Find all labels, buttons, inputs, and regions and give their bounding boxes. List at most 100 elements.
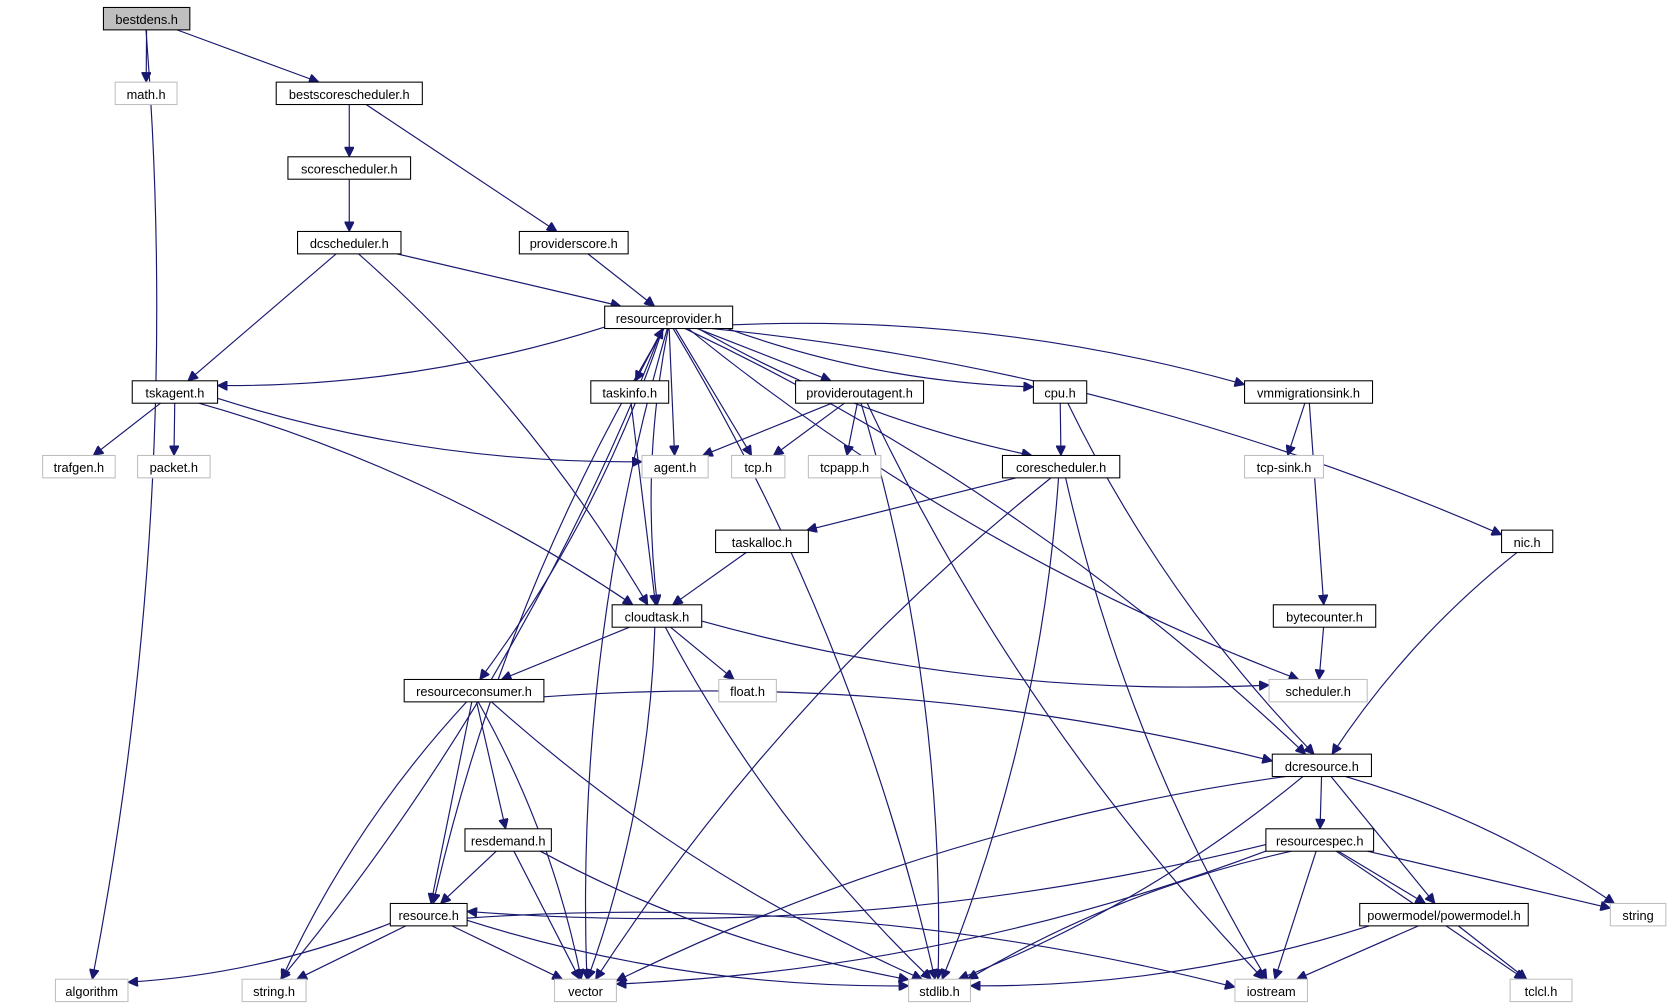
node-box bbox=[641, 454, 709, 479]
node-dcres[interactable]: dcresource.h bbox=[1271, 753, 1372, 778]
node-trafgen: trafgen.h bbox=[42, 454, 116, 479]
edge-dcsched-to-resprov bbox=[397, 253, 621, 306]
node-label: bestdens.h bbox=[115, 12, 178, 27]
node-tcpsink: tcp-sink.h bbox=[1244, 454, 1325, 479]
node-algorithm: algorithm bbox=[54, 978, 129, 1003]
edge-dcres-to-resspec bbox=[1320, 776, 1321, 829]
node-box bbox=[1609, 902, 1667, 927]
edge-coresched-to-iostream bbox=[1065, 477, 1267, 979]
node-box bbox=[54, 978, 129, 1003]
node-providerscore[interactable]: providerscore.h bbox=[518, 230, 629, 255]
edge-provout-to-iostream bbox=[866, 402, 1263, 979]
nodes-layer: bestdens.h math.h bestscorescheduler.h algo… bbox=[42, 6, 1667, 1003]
edge-provout-to-tcp bbox=[773, 402, 845, 455]
node-label: cpu.h bbox=[1044, 386, 1075, 401]
edge-resprov-to-cpu bbox=[727, 327, 1033, 387]
node-label: scorescheduler.h bbox=[301, 162, 398, 177]
node-box bbox=[554, 978, 617, 1003]
edge-resspec-to-resource bbox=[467, 843, 1267, 920]
node-box bbox=[731, 454, 786, 479]
node-label: tclcl.h bbox=[1525, 984, 1558, 999]
node-box bbox=[1244, 380, 1374, 404]
node-bestscore[interactable]: bestscorescheduler.h bbox=[275, 81, 423, 106]
edge-coresched-to-vector bbox=[596, 477, 1052, 979]
edge-tskagent-to-packet bbox=[174, 403, 175, 455]
node-box bbox=[1509, 978, 1573, 1003]
edge-resprov-to-agent bbox=[668, 328, 674, 456]
node-cpu[interactable]: cpu.h bbox=[1032, 380, 1088, 404]
node-label: resource.h bbox=[399, 908, 459, 923]
edge-rescons-to-stdlib bbox=[491, 701, 922, 979]
node-label: dcscheduler.h bbox=[310, 236, 389, 251]
node-box bbox=[1001, 454, 1121, 479]
node-bytecounter[interactable]: bytecounter.h bbox=[1272, 604, 1377, 628]
node-box bbox=[297, 230, 402, 255]
node-dcsched[interactable]: dcscheduler.h bbox=[297, 230, 402, 255]
node-cloudtask[interactable]: cloudtask.h bbox=[611, 604, 703, 628]
edge-provout-to-tcpapp bbox=[847, 403, 858, 455]
edge-resprov-to-coresched bbox=[697, 328, 1032, 456]
node-scoresched[interactable]: scorescheduler.h bbox=[287, 156, 412, 180]
node-label: powermodel/powermodel.h bbox=[1367, 908, 1520, 923]
node-vmsink[interactable]: vmmigrationsink.h bbox=[1244, 380, 1374, 404]
node-label: resourceconsumer.h bbox=[416, 684, 532, 699]
node-resdemand[interactable]: resdemand.h bbox=[464, 828, 552, 852]
node-label: float.h bbox=[730, 684, 765, 699]
node-box bbox=[389, 902, 468, 927]
node-stdlib: stdlib.h bbox=[908, 978, 972, 1003]
node-tcpapp: tcpapp.h bbox=[807, 454, 882, 479]
node-math: math.h bbox=[114, 81, 178, 106]
edge-resspec-to-vector bbox=[616, 850, 1267, 984]
node-box bbox=[604, 305, 734, 330]
edge-resspec-to-iostream bbox=[1275, 851, 1317, 979]
edge-resprov-to-vmsink bbox=[732, 322, 1245, 384]
node-resource[interactable]: resource.h bbox=[389, 902, 468, 927]
node-box bbox=[131, 380, 219, 404]
node-label: bytecounter.h bbox=[1286, 610, 1363, 625]
edge-resource-to-stringh bbox=[297, 925, 407, 979]
edge-resdemand-to-vector bbox=[513, 850, 581, 979]
node-box bbox=[590, 380, 670, 404]
node-label: stdlib.h bbox=[919, 984, 959, 999]
node-provout[interactable]: provideroutagent.h bbox=[795, 380, 925, 404]
edge-powermodel-to-tclcl bbox=[1457, 925, 1526, 979]
edge-cloudtask-to-rescons bbox=[501, 626, 630, 679]
edge-resdemand-to-resource bbox=[441, 850, 497, 903]
edge-bytecounter-to-scheduler bbox=[1319, 627, 1323, 679]
node-box bbox=[795, 380, 925, 404]
edge-resource-to-vector bbox=[451, 925, 562, 979]
edge-resdemand-to-stdlib bbox=[540, 850, 908, 979]
node-taskalloc[interactable]: taskalloc.h bbox=[715, 529, 809, 554]
node-iostream: iostream bbox=[1234, 978, 1309, 1003]
edge-vmsink-to-tcpsink bbox=[1288, 403, 1306, 455]
node-label: tcp.h bbox=[744, 460, 772, 475]
node-packet: packet.h bbox=[137, 454, 211, 479]
edge-resprov-to-vector bbox=[586, 328, 668, 980]
node-label: dcresource.h bbox=[1285, 759, 1359, 774]
node-tskagent[interactable]: tskagent.h bbox=[131, 380, 219, 404]
edge-resource-to-stdlib bbox=[466, 919, 909, 986]
edge-vmsink-to-bytecounter bbox=[1308, 403, 1323, 605]
edge-resprov-to-tskagent bbox=[218, 326, 605, 386]
node-tcp: tcp.h bbox=[731, 454, 786, 479]
node-box bbox=[1271, 753, 1372, 778]
node-box bbox=[1234, 978, 1309, 1003]
edge-tskagent-to-agent bbox=[217, 397, 642, 461]
node-taskinfo[interactable]: taskinfo.h bbox=[590, 380, 670, 404]
node-bestdens[interactable]: bestdens.h bbox=[102, 6, 191, 31]
node-rescons[interactable]: resourceconsumer.h bbox=[403, 678, 545, 703]
edge-resspec-to-stdlib bbox=[968, 850, 1292, 979]
node-resspec[interactable]: resourcespec.h bbox=[1265, 828, 1375, 852]
node-label: trafgen.h bbox=[54, 460, 104, 475]
edge-taskinfo-to-cloudtask bbox=[630, 403, 655, 605]
edge-dcres-to-stdlib bbox=[959, 776, 1304, 980]
edge-dcres-to-string bbox=[1345, 775, 1615, 904]
node-resprov[interactable]: resourceprovider.h bbox=[604, 305, 734, 330]
edge-providerscore-to-resprov bbox=[587, 253, 654, 306]
node-coresched[interactable]: corescheduler.h bbox=[1001, 454, 1121, 479]
node-nic[interactable]: nic.h bbox=[1501, 529, 1554, 554]
node-powermodel[interactable]: powermodel/powermodel.h bbox=[1359, 902, 1529, 927]
node-box bbox=[102, 6, 191, 31]
node-tclcl: tclcl.h bbox=[1509, 978, 1573, 1003]
